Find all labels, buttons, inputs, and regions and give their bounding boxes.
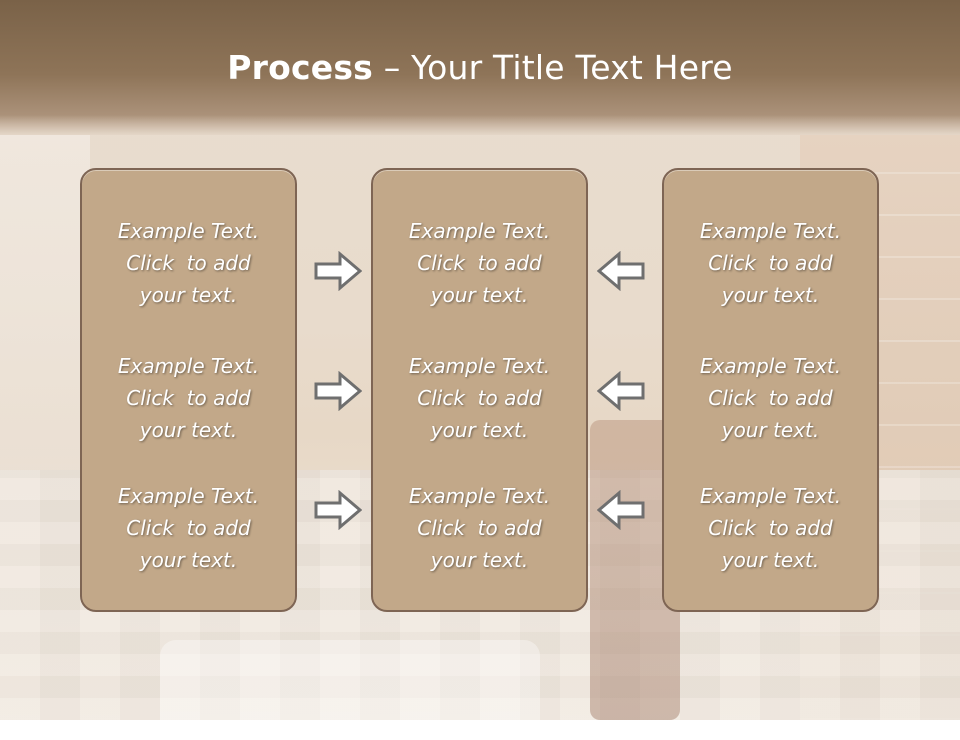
text-block[interactable]: Example Text. Click to add your text. xyxy=(664,480,877,576)
text-line: Example Text. xyxy=(408,354,551,378)
text-block[interactable]: Example Text. Click to add your text. xyxy=(373,480,586,576)
arrow-right-icon xyxy=(314,251,362,291)
text-line: Click to add xyxy=(417,516,542,540)
background-rug xyxy=(160,640,540,740)
arrow-left-icon xyxy=(597,371,645,411)
text-block[interactable]: Example Text. Click to add your text. xyxy=(373,215,586,311)
text-line: your text. xyxy=(139,283,238,307)
slide-title[interactable]: Process – Your Title Text Here xyxy=(0,48,960,87)
text-line: Example Text. xyxy=(408,219,551,243)
text-line: your text. xyxy=(430,418,529,442)
text-block[interactable]: Example Text. Click to add your text. xyxy=(82,215,295,311)
text-block[interactable]: Example Text. Click to add your text. xyxy=(373,350,586,446)
text-block[interactable]: Example Text. Click to add your text. xyxy=(82,350,295,446)
text-line: Click to add xyxy=(417,386,542,410)
text-line: your text. xyxy=(430,548,529,572)
text-line: Example Text. xyxy=(408,484,551,508)
text-line: your text. xyxy=(721,548,820,572)
text-line: Click to add xyxy=(708,516,833,540)
text-line: Click to add xyxy=(417,251,542,275)
text-line: your text. xyxy=(430,283,529,307)
text-line: your text. xyxy=(139,548,238,572)
text-line: Example Text. xyxy=(699,219,842,243)
text-line: Click to add xyxy=(126,251,251,275)
process-box-left[interactable]: Example Text. Click to add your text. Ex… xyxy=(80,168,297,612)
process-box-right[interactable]: Example Text. Click to add your text. Ex… xyxy=(662,168,879,612)
text-line: Click to add xyxy=(126,386,251,410)
text-block[interactable]: Example Text. Click to add your text. xyxy=(664,350,877,446)
title-band xyxy=(0,0,960,135)
title-rest: – Your Title Text Here xyxy=(373,48,733,87)
title-bold: Process xyxy=(227,48,374,87)
arrow-left-icon xyxy=(597,490,645,530)
text-line: Example Text. xyxy=(699,354,842,378)
arrow-left-icon xyxy=(597,251,645,291)
text-line: your text. xyxy=(721,418,820,442)
text-line: your text. xyxy=(721,283,820,307)
text-line: Example Text. xyxy=(117,219,260,243)
arrow-right-icon xyxy=(314,490,362,530)
text-line: Example Text. xyxy=(117,354,260,378)
text-block[interactable]: Example Text. Click to add your text. xyxy=(664,215,877,311)
arrow-right-icon xyxy=(314,371,362,411)
text-line: Click to add xyxy=(708,386,833,410)
text-line: your text. xyxy=(139,418,238,442)
text-line: Example Text. xyxy=(699,484,842,508)
text-block[interactable]: Example Text. Click to add your text. xyxy=(82,480,295,576)
text-line: Click to add xyxy=(708,251,833,275)
text-line: Click to add xyxy=(126,516,251,540)
process-box-center[interactable]: Example Text. Click to add your text. Ex… xyxy=(371,168,588,612)
text-line: Example Text. xyxy=(117,484,260,508)
